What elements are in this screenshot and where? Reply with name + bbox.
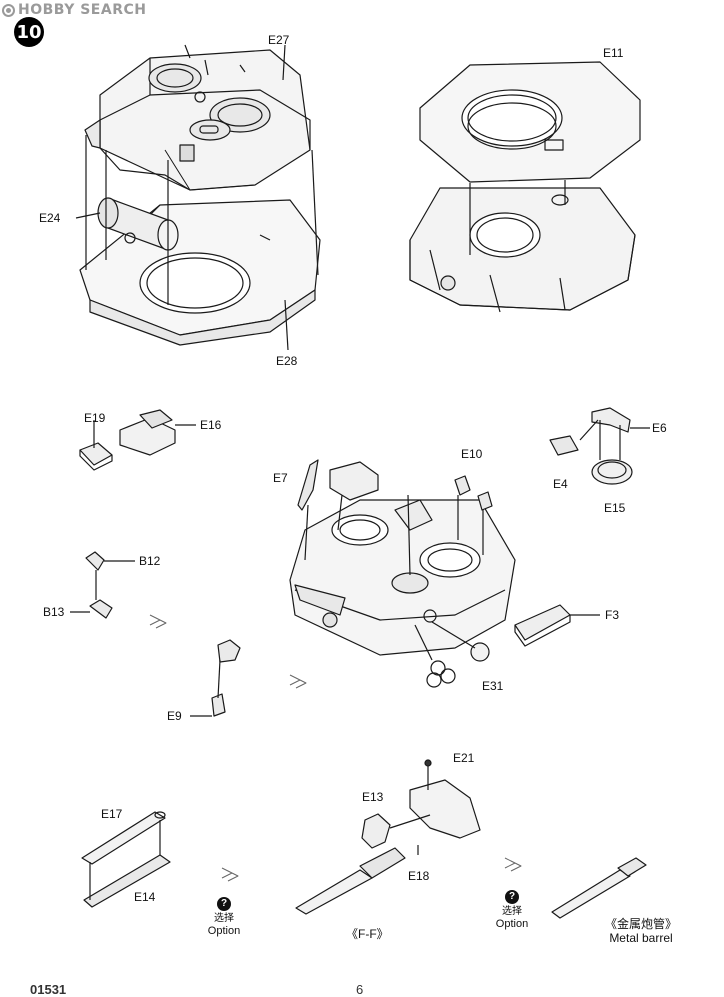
label-e7: E7 (273, 471, 288, 485)
hobby-search-watermark: HOBBY SEARCH (2, 2, 146, 18)
label-e15: E15 (604, 501, 626, 515)
part-e31 (414, 621, 490, 688)
turret-upper-e27 (84, 44, 311, 191)
option-en-label: Option (207, 925, 241, 937)
parts-b12-b13 (70, 551, 135, 619)
label-e21: E21 (453, 751, 475, 765)
label-e10: E10 (461, 447, 483, 461)
label-e14: E14 (134, 890, 156, 904)
label-e11: E11 (603, 46, 624, 60)
watermark-text: HOBBY SEARCH (18, 2, 147, 18)
label-f3: F3 (605, 608, 620, 622)
turret-e11-assembly (409, 61, 641, 313)
label-e18: E18 (408, 869, 430, 883)
caption-ff-variant: 《F-F》 (346, 927, 389, 941)
label-e4: E4 (553, 477, 568, 491)
label-e16: E16 (200, 418, 222, 432)
option-cn-label: 选择 (214, 913, 234, 924)
metal-barrel-cn: 《金属炮管》 (604, 917, 677, 931)
label-e24: E24 (39, 211, 61, 225)
turret-middle-assembly (289, 459, 516, 656)
caption-metal-barrel: 《金属炮管》 Metal barrel (596, 917, 686, 945)
label-b13: B13 (43, 605, 65, 619)
label-b12: B12 (139, 554, 161, 568)
barrel-e17-e14 (81, 811, 171, 908)
option-marker-right: ? 选择 Option (492, 890, 532, 931)
label-e27: E27 (268, 33, 290, 47)
label-e31: E31 (482, 679, 504, 693)
parts-e6-e4-e15 (549, 407, 650, 485)
question-mark-icon: ? (505, 890, 519, 904)
option-en-label: Option (495, 918, 529, 930)
part-e9 (190, 639, 241, 717)
label-e17: E17 (101, 807, 123, 821)
metal-barrel-en: Metal barrel (609, 931, 673, 945)
label-e19: E19 (84, 411, 106, 425)
guide-lines-top-left (75, 44, 319, 351)
label-e13: E13 (362, 790, 384, 804)
parts-e19-e16 (79, 409, 196, 471)
option-marker-left: ? 选择 Option (204, 897, 244, 938)
arrow-cues (149, 614, 522, 882)
label-e6: E6 (652, 421, 667, 435)
part-f3 (514, 604, 600, 647)
question-mark-icon: ? (217, 897, 231, 911)
option-cn-label: 选择 (502, 906, 522, 917)
step-number: 10 (16, 21, 42, 43)
step-number-badge: 10 (14, 17, 44, 47)
gun-mantlet-ff-assembly (295, 759, 481, 915)
label-e28: E28 (276, 354, 298, 368)
label-e9: E9 (167, 709, 182, 723)
watermark-logo-icon (2, 3, 15, 17)
metal-barrel (551, 857, 647, 919)
